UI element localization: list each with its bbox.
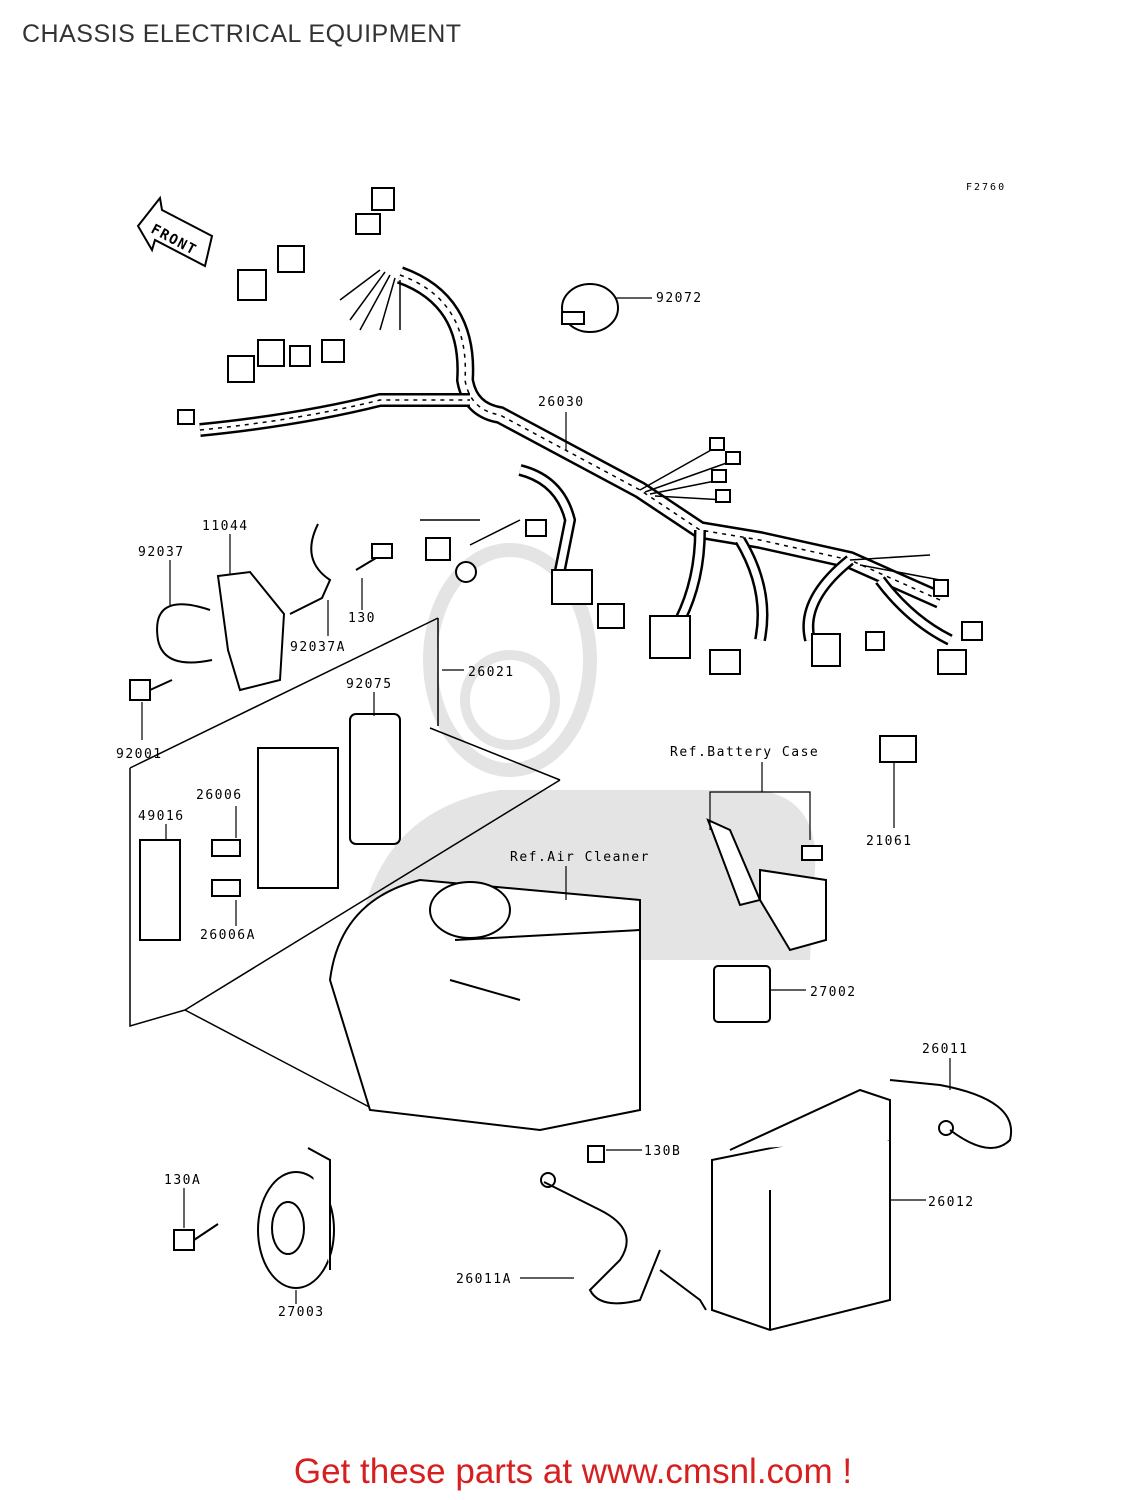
- callout-27003: 27003: [278, 1305, 325, 1320]
- leader-lines: [141, 297, 951, 1304]
- callout-130: 130: [348, 611, 376, 626]
- callout-92075: 92075: [346, 677, 393, 692]
- callout-26006A: 26006A: [200, 928, 256, 943]
- callout-92037A: 92037A: [290, 640, 346, 655]
- battery-cables: [540, 1079, 1013, 1311]
- relay: [713, 735, 917, 1023]
- callout-130B: 130B: [644, 1144, 681, 1159]
- callout-ref-battery-case: Ref.Battery Case: [670, 745, 819, 760]
- band-clamp: [561, 283, 619, 333]
- air-cleaner-case: [328, 878, 641, 1132]
- callout-26006: 26006: [196, 788, 243, 803]
- harness-connectors: [177, 187, 983, 675]
- callout-92037: 92037: [138, 545, 185, 560]
- cta-link[interactable]: Get these parts at www.cmsnl.com !: [293, 1452, 853, 1491]
- callout-labels: 92072 26030 11044 92037 130 92037A 26021…: [116, 291, 975, 1320]
- callout-11044: 11044: [202, 519, 249, 534]
- callout-92001: 92001: [116, 747, 163, 762]
- callout-130A: 130A: [164, 1173, 201, 1188]
- callout-ref-air-cleaner: Ref.Air Cleaner: [510, 850, 650, 865]
- horn: [173, 1147, 335, 1289]
- callout-49016: 49016: [138, 809, 185, 824]
- callout-26030: 26030: [538, 395, 585, 410]
- callout-26011: 26011: [922, 1042, 969, 1057]
- battery-case-bracket: [706, 818, 827, 952]
- front-arrow-icon: FRONT: [136, 195, 214, 268]
- figure-code: F2760: [966, 182, 1006, 193]
- callout-26021: 26021: [468, 665, 515, 680]
- callout-92072: 92072: [656, 291, 703, 306]
- main-harness: [199, 266, 953, 646]
- callout-26012: 26012: [928, 1195, 975, 1210]
- fuse-box: [139, 713, 401, 941]
- callout-26011A: 26011A: [456, 1272, 512, 1287]
- frame-outline: [129, 617, 561, 1111]
- bracket-assembly: [129, 523, 393, 701]
- callout-21061: 21061: [866, 834, 913, 849]
- battery: [711, 1088, 891, 1332]
- callout-27002: 27002: [810, 985, 857, 1000]
- page-title: CHASSIS ELECTRICAL EQUIPMENT: [22, 20, 462, 48]
